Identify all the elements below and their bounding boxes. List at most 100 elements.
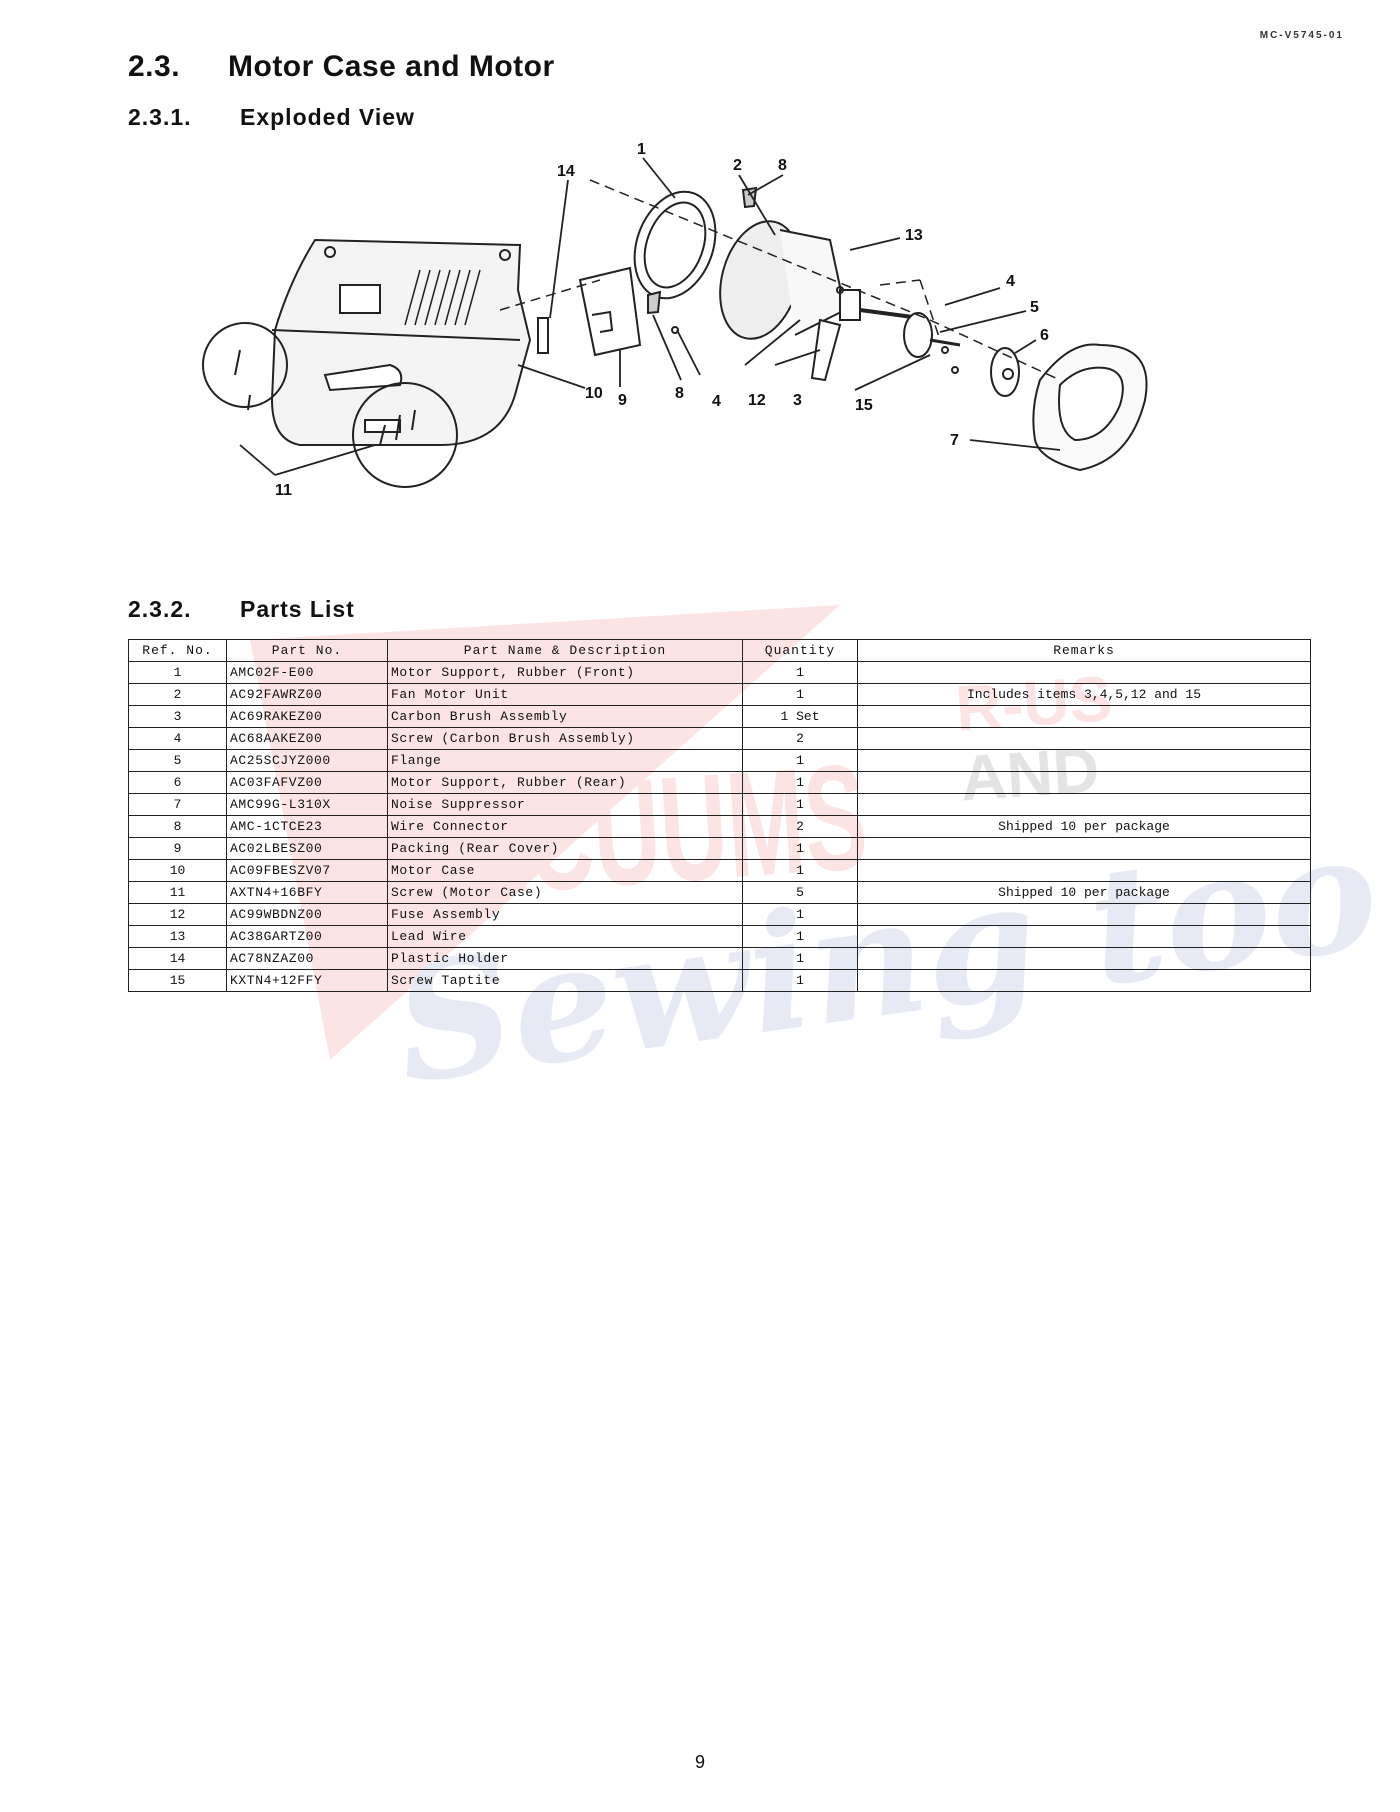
cell-part-no: AC03FAFVZ00 <box>226 771 388 794</box>
cell-quantity: 1 <box>742 771 858 794</box>
svg-text:6: 6 <box>1040 327 1049 344</box>
exploded-view-title: Exploded View <box>240 104 415 130</box>
cell-ref-no: 15 <box>128 969 227 992</box>
exploded-view-heading: 2.3.1. Exploded View <box>128 104 415 131</box>
cell-ref-no: 7 <box>128 793 227 816</box>
svg-text:1: 1 <box>637 141 646 158</box>
cell-ref-no: 12 <box>128 903 227 926</box>
svg-text:8: 8 <box>778 157 787 174</box>
svg-text:14: 14 <box>557 163 575 180</box>
cell-ref-no: 8 <box>128 815 227 838</box>
cell-remarks <box>857 903 1311 926</box>
cell-remarks <box>857 749 1311 772</box>
cell-part-no: AC25SCJYZ000 <box>226 749 388 772</box>
cell-part-no: AMC99G-L310X <box>226 793 388 816</box>
cell-quantity: 1 <box>742 661 858 684</box>
cell-ref-no: 6 <box>128 771 227 794</box>
cell-part-no: AC92FAWRZ00 <box>226 683 388 706</box>
cell-part-name: Plastic Holder <box>387 947 743 970</box>
cell-part-no: AC68AAKEZ00 <box>226 727 388 750</box>
cell-quantity: 1 <box>742 925 858 948</box>
cell-part-no: KXTN4+12FFY <box>226 969 388 992</box>
svg-text:5: 5 <box>1030 299 1039 316</box>
svg-text:4: 4 <box>712 393 721 410</box>
cell-ref-no: 5 <box>128 749 227 772</box>
cell-remarks <box>857 705 1311 728</box>
cell-ref-no: 3 <box>128 705 227 728</box>
svg-text:12: 12 <box>748 392 766 409</box>
cell-part-name: Fan Motor Unit <box>387 683 743 706</box>
cell-part-name: Motor Case <box>387 859 743 882</box>
motor-case-drawing <box>270 238 532 446</box>
cell-part-no: AC38GARTZ00 <box>226 925 388 948</box>
header-part-name: Part Name & Description <box>387 639 743 662</box>
cell-remarks <box>857 837 1311 860</box>
document-code: MC-V5745-01 <box>1259 30 1344 41</box>
cell-part-name: Fuse Assembly <box>387 903 743 926</box>
cell-ref-no: 13 <box>128 925 227 948</box>
section-title: Motor Case and Motor <box>228 50 555 83</box>
cell-quantity: 1 <box>742 969 858 992</box>
cell-quantity: 1 <box>742 837 858 860</box>
header-part-no: Part No. <box>226 639 388 662</box>
exploded-view-number: 2.3.1. <box>128 104 192 130</box>
cell-remarks <box>857 661 1311 684</box>
cell-ref-no: 9 <box>128 837 227 860</box>
svg-text:7: 7 <box>950 432 959 449</box>
cell-part-no: AC02LBESZ00 <box>226 837 388 860</box>
cell-quantity: 1 <box>742 683 858 706</box>
cell-part-no: AMC-1CTCE23 <box>226 815 388 838</box>
cell-part-name: Wire Connector <box>387 815 743 838</box>
parts-list-heading: 2.3.2. Parts List <box>128 596 355 623</box>
cell-ref-no: 1 <box>128 661 227 684</box>
cell-quantity: 1 <box>742 793 858 816</box>
parts-list-number: 2.3.2. <box>128 596 192 622</box>
cell-quantity: 1 <box>742 859 858 882</box>
parts-list-title: Parts List <box>240 596 355 622</box>
cell-part-name: Screw (Motor Case) <box>387 881 743 904</box>
section-number: 2.3. <box>128 50 181 83</box>
svg-text:10: 10 <box>585 385 603 402</box>
svg-text:15: 15 <box>855 397 873 414</box>
cell-remarks <box>857 727 1311 750</box>
cell-remarks: Includes items 3,4,5,12 and 15 <box>857 683 1311 706</box>
svg-text:8: 8 <box>675 385 684 402</box>
cell-part-no: AC78NZAZ00 <box>226 947 388 970</box>
parts-table: Ref. No. Part No. Part Name & Descriptio… <box>128 639 1311 992</box>
cell-remarks: Shipped 10 per package <box>857 815 1311 838</box>
page-number: 9 <box>694 1752 705 1772</box>
cell-remarks <box>857 771 1311 794</box>
cell-part-name: Lead Wire <box>387 925 743 948</box>
cell-part-name: Flange <box>387 749 743 772</box>
cell-part-name: Screw (Carbon Brush Assembly) <box>387 727 743 750</box>
cell-part-name: Motor Support, Rubber (Front) <box>387 661 743 684</box>
cell-remarks <box>857 969 1311 992</box>
cell-quantity: 2 <box>742 815 858 838</box>
cell-quantity: 1 <box>742 947 858 970</box>
header-remarks: Remarks <box>857 639 1311 662</box>
cell-ref-no: 10 <box>128 859 227 882</box>
cell-remarks <box>857 859 1311 882</box>
cell-part-name: Packing (Rear Cover) <box>387 837 743 860</box>
cell-ref-no: 11 <box>128 881 227 904</box>
cell-quantity: 2 <box>742 727 858 750</box>
cell-part-name: Carbon Brush Assembly <box>387 705 743 728</box>
svg-text:4: 4 <box>1006 273 1015 290</box>
cell-ref-no: 2 <box>128 683 227 706</box>
cell-remarks: Shipped 10 per package <box>857 881 1311 904</box>
svg-text:2: 2 <box>733 157 742 174</box>
